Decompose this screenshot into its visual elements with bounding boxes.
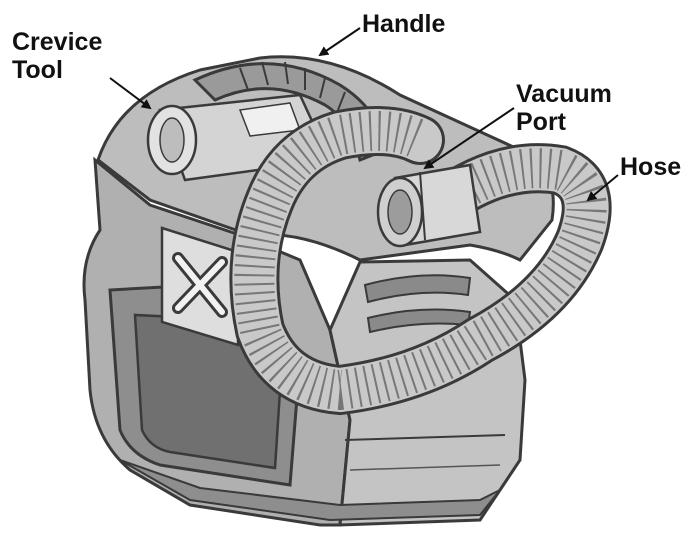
label-crevice-tool-line2: Tool	[12, 56, 63, 84]
callout-leaders	[109, 27, 619, 202]
base-band	[119, 459, 501, 522]
label-hose: Hose	[620, 153, 682, 181]
label-crevice-tool-line1: Crevice	[12, 28, 103, 56]
vacuum-port	[376, 163, 482, 248]
leader-handle	[318, 27, 361, 57]
label-handle: Handle	[362, 10, 446, 38]
front-grip-upper	[363, 274, 472, 304]
leader-crevice-tool	[109, 77, 152, 110]
leader-hose	[586, 174, 619, 202]
label-vacuum-port-line2: Port	[516, 108, 566, 136]
label-vacuum-port-line1: Vacuum	[516, 80, 612, 108]
hose	[229, 106, 612, 416]
leader-vacuum-port	[423, 107, 515, 170]
